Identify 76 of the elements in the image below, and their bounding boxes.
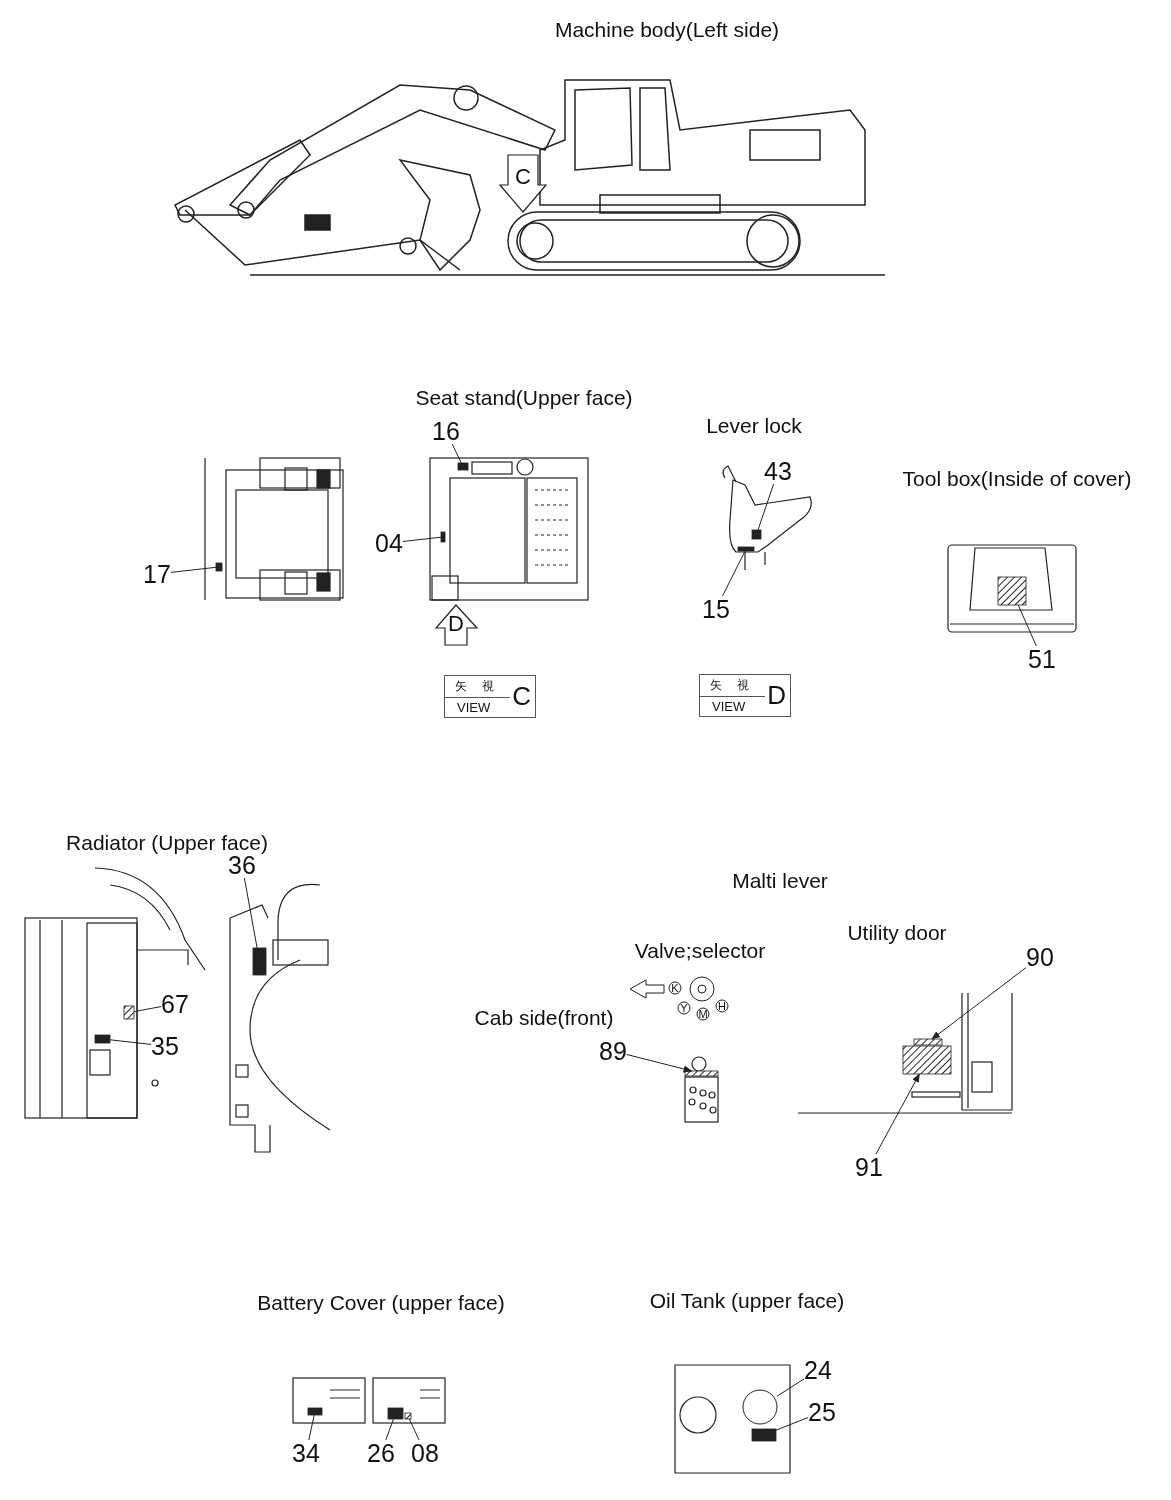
view-box bbox=[444, 675, 537, 718]
callout-number: 25 bbox=[808, 1399, 836, 1425]
decal bbox=[123, 1005, 135, 1020]
decal bbox=[902, 1045, 952, 1075]
view-title: Lever lock bbox=[706, 414, 802, 438]
callout-number: 43 bbox=[764, 458, 792, 484]
callout-number: 26 bbox=[367, 1440, 395, 1466]
callout-number: 90 bbox=[1026, 944, 1054, 970]
callout-number: 04 bbox=[375, 530, 403, 556]
decal bbox=[913, 1038, 943, 1046]
decal bbox=[215, 562, 223, 572]
view-title: Radiator (Upper face) bbox=[66, 831, 268, 855]
view-word: VIEW bbox=[456, 699, 492, 717]
callout-number: 34 bbox=[292, 1440, 320, 1466]
decal bbox=[440, 531, 446, 543]
view-title: Malti lever bbox=[732, 869, 828, 893]
callout-number: 16 bbox=[432, 418, 460, 444]
leader-line bbox=[408, 1418, 420, 1441]
callout-number: 15 bbox=[702, 596, 730, 622]
leader-line bbox=[626, 1054, 693, 1073]
leader-line bbox=[757, 483, 775, 531]
view-title: Valve;selector bbox=[634, 939, 766, 963]
decal bbox=[404, 1412, 412, 1420]
leader-line bbox=[170, 566, 217, 573]
view-mark: 矢 視 bbox=[700, 675, 766, 697]
decal bbox=[737, 546, 755, 552]
decal bbox=[997, 576, 1027, 606]
leader-line bbox=[776, 1378, 805, 1397]
callout-number: 51 bbox=[1028, 646, 1056, 672]
view-title: Utility door bbox=[847, 921, 947, 945]
decal bbox=[457, 462, 469, 471]
leader-line bbox=[133, 1006, 162, 1013]
leader-line bbox=[308, 1414, 315, 1441]
position-letter: K bbox=[671, 982, 679, 994]
callout-number: 08 bbox=[411, 1440, 439, 1466]
decal bbox=[307, 1407, 323, 1416]
position-letter: M bbox=[698, 1008, 708, 1020]
decal bbox=[751, 1428, 777, 1442]
callout-number: 35 bbox=[151, 1033, 179, 1059]
callout-number: 67 bbox=[161, 991, 189, 1017]
filler-cap bbox=[742, 1389, 778, 1425]
leader-line bbox=[722, 550, 746, 597]
decal bbox=[387, 1407, 404, 1420]
view-title: Cab side(front) bbox=[474, 1006, 614, 1030]
decal bbox=[751, 529, 762, 540]
leader-line bbox=[109, 1039, 152, 1045]
leader-line bbox=[775, 1417, 809, 1431]
callout-number: 91 bbox=[855, 1154, 883, 1180]
position-letter: Y bbox=[680, 1002, 688, 1014]
view-title: Machine body(Left side) bbox=[554, 18, 780, 42]
position-letter: H bbox=[718, 1000, 726, 1012]
leader-line bbox=[875, 1073, 920, 1155]
callout-number: 36 bbox=[228, 852, 256, 878]
callout-number: 89 bbox=[599, 1038, 627, 1064]
leader-line bbox=[385, 1418, 394, 1441]
callout-number: 24 bbox=[804, 1357, 832, 1383]
view-title: Tool box(Inside of cover) bbox=[902, 467, 1132, 491]
leader-line bbox=[931, 967, 1027, 1040]
view-letter: C bbox=[515, 164, 531, 190]
view-letter: D bbox=[766, 680, 788, 711]
view-letter: D bbox=[448, 611, 464, 637]
decal bbox=[684, 1070, 719, 1077]
leader-line bbox=[402, 536, 442, 542]
view-title: Oil Tank (upper face) bbox=[649, 1289, 845, 1313]
view-mark: 矢 視 bbox=[445, 676, 511, 698]
leader-line bbox=[451, 443, 462, 464]
decal bbox=[94, 1034, 111, 1044]
decal bbox=[252, 947, 267, 976]
leader-line bbox=[1017, 604, 1037, 647]
view-title: Seat stand(Upper face) bbox=[415, 386, 633, 410]
view-box bbox=[699, 674, 792, 717]
view-title: Battery Cover (upper face) bbox=[257, 1291, 505, 1315]
callout-number: 17 bbox=[143, 561, 171, 587]
view-letter: C bbox=[511, 681, 533, 712]
view-word: VIEW bbox=[711, 698, 747, 716]
leader-line bbox=[243, 877, 258, 949]
